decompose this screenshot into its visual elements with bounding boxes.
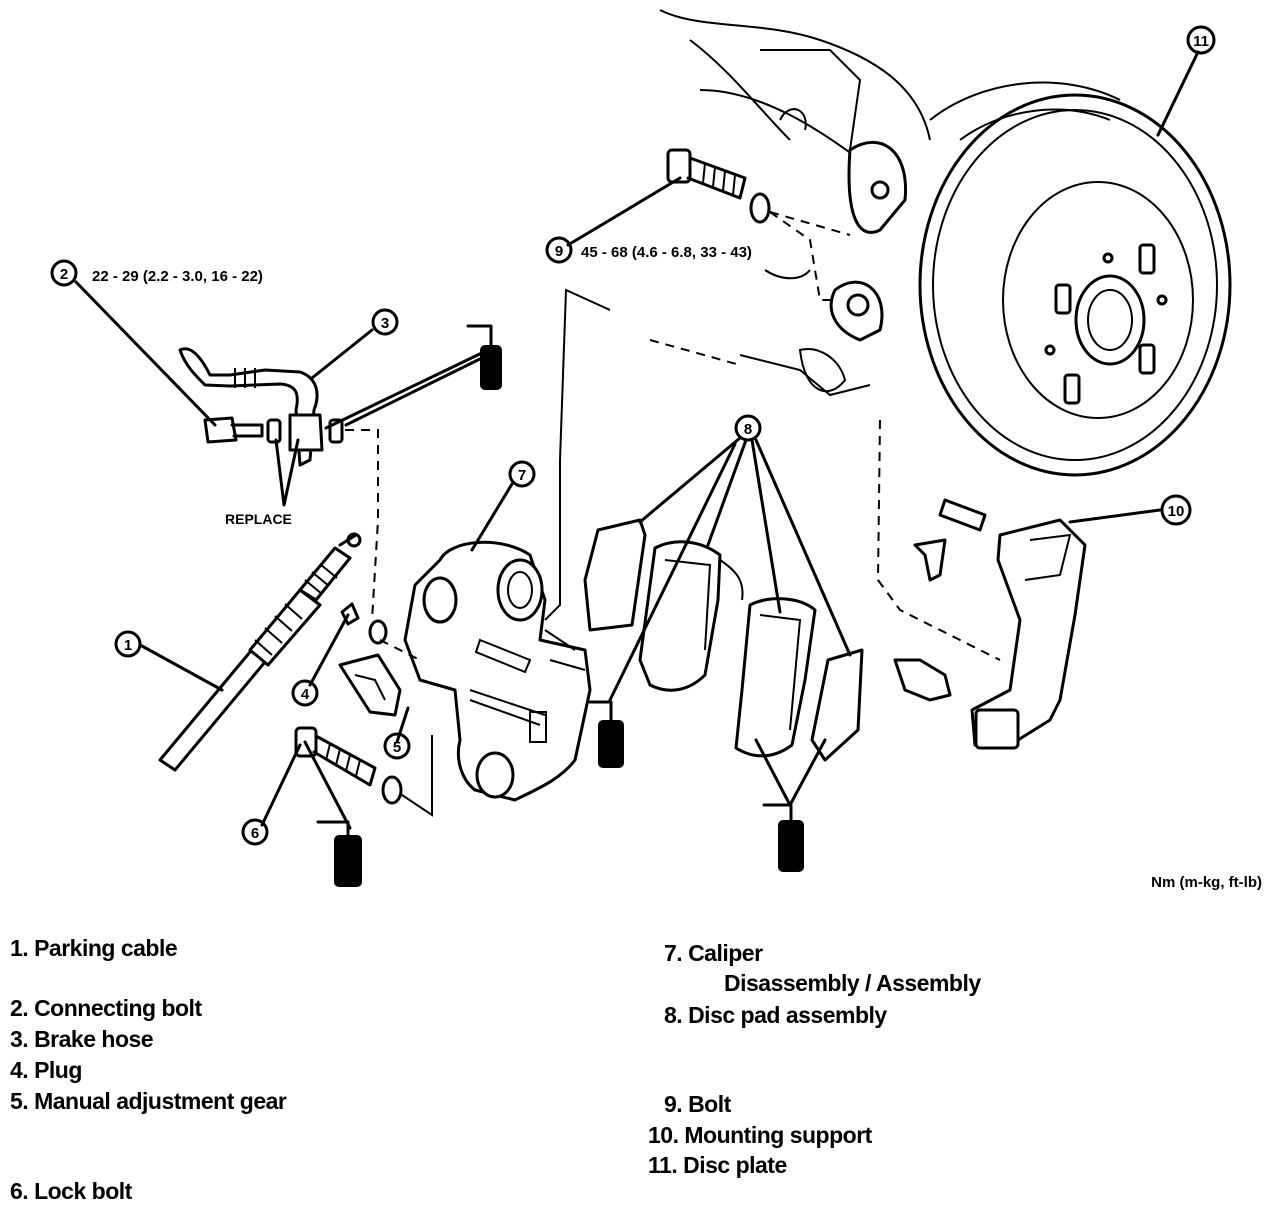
adjustment-gear-drawing [338,653,402,717]
legend-item: 1. Parking cable [10,935,178,961]
callout-4: 4 [291,679,319,707]
legend-item: 4. Plug [10,1057,82,1083]
svg-text:1: 1 [124,637,132,654]
legend-item: 3. Brake hose [10,1026,154,1052]
legend-item: 7. Caliper [664,940,763,966]
svg-text:2: 2 [60,266,68,283]
legend-item: 11. Disc plate [648,1152,787,1178]
grease-bottle-icon [588,700,624,768]
callout-6: 6 [241,818,269,846]
legend-item: 10. Mounting support [648,1122,872,1148]
svg-text:8: 8 [744,421,752,438]
svg-text:5: 5 [393,739,401,756]
svg-text:7: 7 [518,467,526,484]
callout-5: 5 [383,732,411,760]
callout-2: 2 [50,259,78,287]
legend-item: 6. Lock bolt [10,1178,132,1204]
torque-spec-bolt-9: 45 - 68 (4.6 - 6.8, 33 - 43) [581,244,752,261]
disc-pads-drawing [583,518,864,762]
callout-9: 9 [545,236,573,264]
callout-10: 10 [1160,494,1192,526]
svg-text:11: 11 [1193,33,1209,50]
disc-plate-drawing [918,81,1232,477]
torque-spec-bolt-2: 22 - 29 (2.2 - 3.0, 16 - 22) [92,268,263,285]
units-note: Nm (m-kg, ft-lb) [1151,874,1262,891]
callout-8: 8 [734,414,762,442]
grease-bottle-icon [762,803,804,872]
callout-7: 7 [508,460,536,488]
svg-text:9: 9 [555,243,563,260]
svg-text:6: 6 [251,825,259,842]
parking-cable-drawing [158,532,362,772]
legend-subitem: Disassembly / Assembly [724,970,981,996]
svg-text:3: 3 [381,315,389,332]
svg-text:10: 10 [1168,503,1185,520]
brake-hose-drawing [178,347,344,467]
brake-exploded-diagram: 1 2 3 4 5 6 7 8 9 10 11 22 - 29 (2.2 - 3… [50,9,1262,891]
callout-3: 3 [371,308,399,336]
mounting-support-drawing [893,498,1087,750]
legend-item: 9. Bolt [664,1091,731,1117]
leader-lines [74,50,1200,830]
grease-bottle-icon [316,820,362,887]
legend-item: 5. Manual adjustment gear [10,1088,287,1114]
caliper-drawing [403,540,592,802]
lock-bolt-drawing [294,726,403,805]
bolt-9-drawing [666,148,771,224]
callout-1: 1 [114,630,142,658]
legend-item: 2. Connecting bolt [10,995,202,1021]
svg-text:4: 4 [301,686,310,703]
callout-11: 11 [1186,25,1216,55]
legend-item: 8. Disc pad assembly [664,1002,887,1028]
replace-label: REPLACE [225,511,292,527]
knuckle-drawing [659,9,931,397]
